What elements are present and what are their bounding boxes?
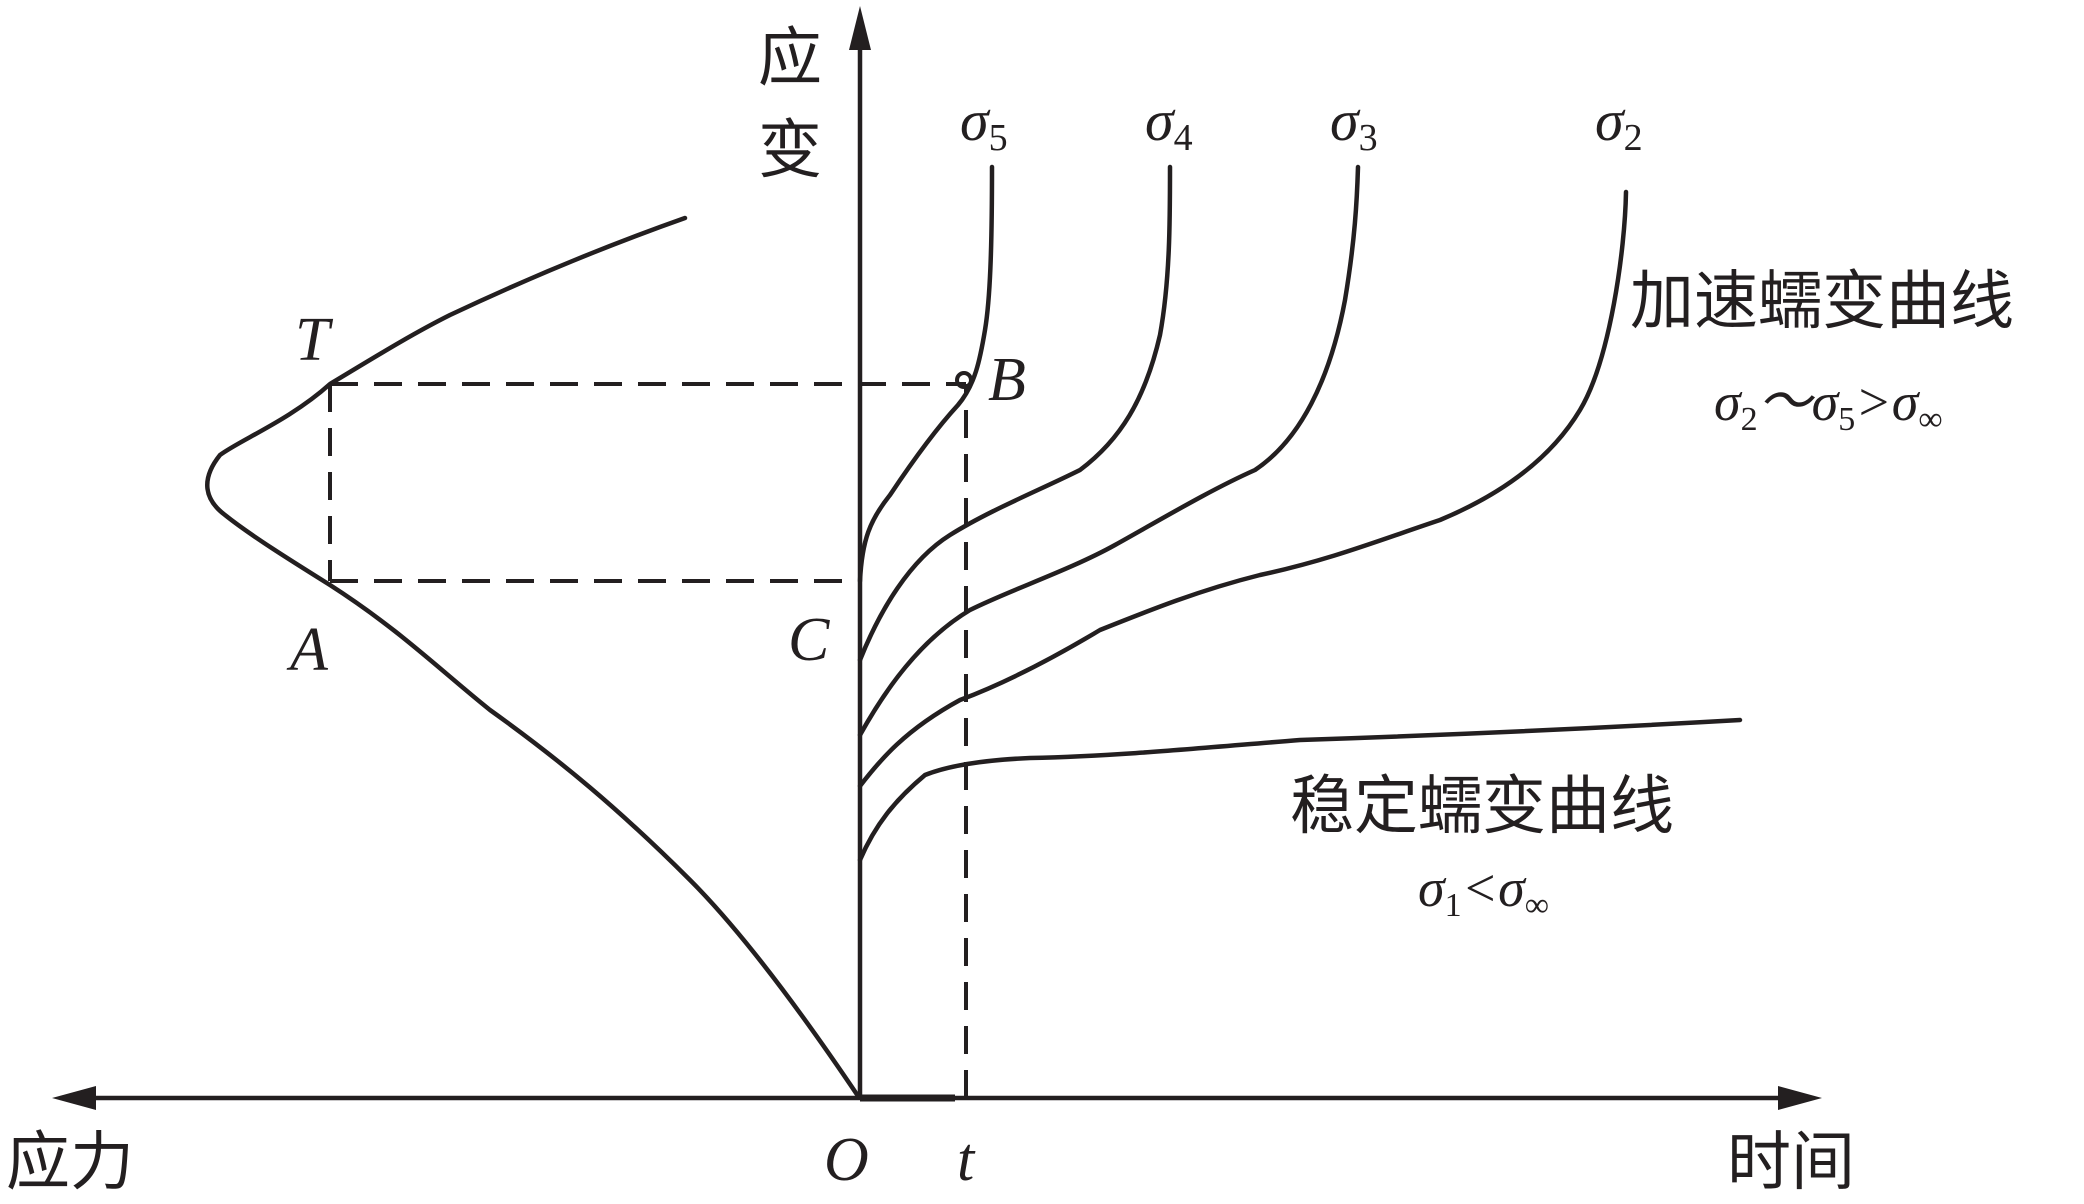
origin-label: O bbox=[824, 1126, 869, 1194]
steady-creep-relation: σ1<σ∞ bbox=[1418, 858, 1549, 924]
time-axis-arrowhead bbox=[1778, 1086, 1822, 1110]
time-t-label: t bbox=[957, 1126, 976, 1194]
creep-curve-sigma4 bbox=[857, 164, 1173, 663]
strain-axis-label-char-1: 应 bbox=[758, 22, 822, 96]
creep-curve-sigma2 bbox=[857, 189, 1629, 789]
steady-creep-curve-sigma1 bbox=[857, 717, 1743, 863]
sigma3-label: σ3 bbox=[1330, 88, 1378, 159]
point-B-marker bbox=[955, 371, 973, 389]
point-B-label: B bbox=[988, 346, 1026, 414]
accelerating-creep-title: 加速蠕变曲线 bbox=[1630, 265, 2014, 339]
stress-strain-curve bbox=[205, 215, 861, 1099]
strain-axis-arrowhead bbox=[849, 6, 871, 50]
point-A-label: A bbox=[286, 616, 329, 684]
stress-axis-label: 应力 bbox=[6, 1126, 134, 1200]
time-axis-label: 时间 bbox=[1727, 1126, 1855, 1200]
accelerating-creep-relation: σ2～σ5>σ∞ bbox=[1714, 372, 1943, 438]
strain-axis-label-char-2: 变 bbox=[758, 114, 822, 188]
steady-creep-title: 稳定蠕变曲线 bbox=[1290, 770, 1674, 844]
point-C-label: C bbox=[788, 606, 830, 674]
stress-axis-arrowhead bbox=[52, 1086, 96, 1110]
sigma2-label: σ2 bbox=[1595, 88, 1643, 159]
sigma5-label: σ5 bbox=[960, 88, 1008, 159]
sigma4-label: σ4 bbox=[1145, 88, 1193, 159]
creep-curve-sigma3 bbox=[857, 164, 1361, 738]
creep-curve-sigma5 bbox=[857, 164, 995, 584]
point-T-label: T bbox=[295, 306, 334, 374]
